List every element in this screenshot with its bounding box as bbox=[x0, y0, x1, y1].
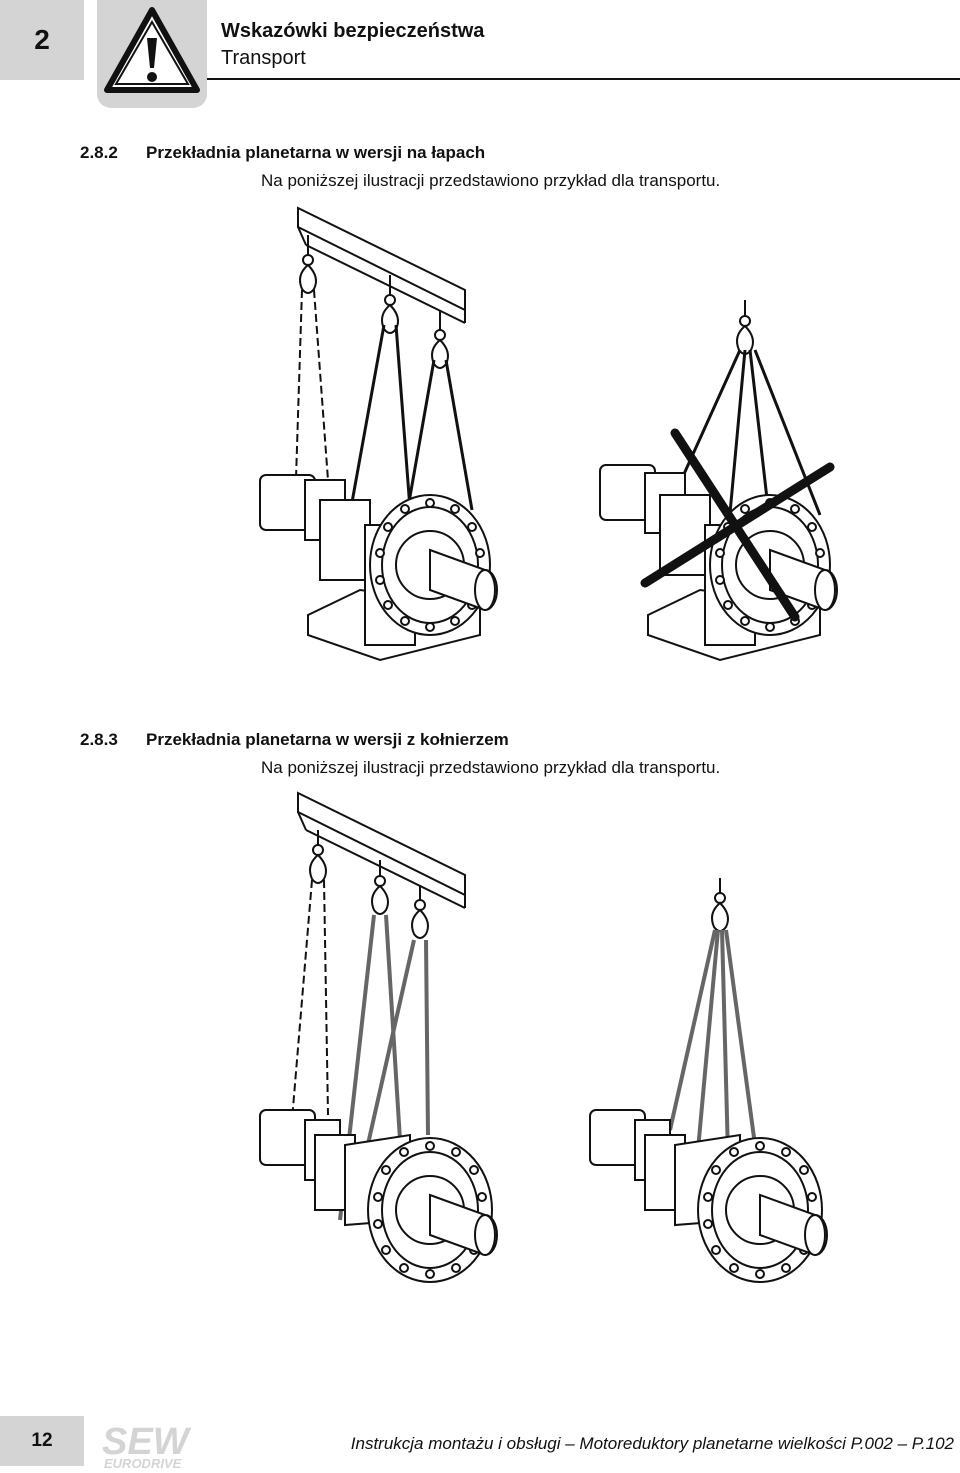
chapter-number-box: 2 bbox=[0, 0, 84, 80]
figure-flange-mounted-transport bbox=[259, 791, 828, 1283]
header-title: Wskazówki bezpieczeństwa bbox=[221, 20, 485, 42]
sew-eurodrive-logo: SEW EURODRIVE bbox=[102, 1421, 192, 1470]
section-title: Przekładnia planetarna w wersji na łapac… bbox=[146, 143, 486, 162]
dashed-strap bbox=[294, 289, 329, 511]
section-title: Przekładnia planetarna w wersji z kołnie… bbox=[146, 730, 509, 749]
logo-sub: EURODRIVE bbox=[104, 1456, 182, 1470]
chapter-number: 2 bbox=[34, 24, 50, 55]
hook-icon bbox=[711, 878, 729, 932]
logo-main: SEW bbox=[102, 1421, 192, 1463]
warning-box bbox=[97, 0, 207, 108]
cross-out-mark bbox=[640, 428, 835, 622]
crane-beam bbox=[297, 791, 466, 909]
lifting-strap bbox=[668, 929, 757, 1156]
gear-unit-left bbox=[259, 1109, 498, 1283]
gear-unit-right bbox=[589, 1109, 828, 1283]
warning-triangle-icon bbox=[104, 7, 200, 93]
crane-beam bbox=[297, 206, 466, 324]
section-text: Na poniższej ilustracji przedstawiono pr… bbox=[261, 758, 721, 777]
gear-unit-left bbox=[259, 474, 498, 662]
section-number: 2.8.2 bbox=[80, 143, 118, 162]
hook-icon bbox=[736, 300, 754, 355]
section-number: 2.8.3 bbox=[80, 730, 118, 749]
hook-icon bbox=[309, 830, 429, 939]
dashed-strap bbox=[291, 879, 329, 1121]
page-number: 12 bbox=[31, 1430, 53, 1451]
hook-icon bbox=[299, 235, 449, 369]
header-divider bbox=[207, 78, 960, 80]
figure-foot-mounted-transport bbox=[259, 206, 838, 662]
page-number-box: 12 bbox=[0, 1416, 84, 1466]
section-text: Na poniższej ilustracji przedstawiono pr… bbox=[261, 171, 721, 190]
document-title: Instrukcja montażu i obsługi – Motoreduk… bbox=[350, 1434, 954, 1453]
header-subtitle: Transport bbox=[221, 47, 306, 69]
